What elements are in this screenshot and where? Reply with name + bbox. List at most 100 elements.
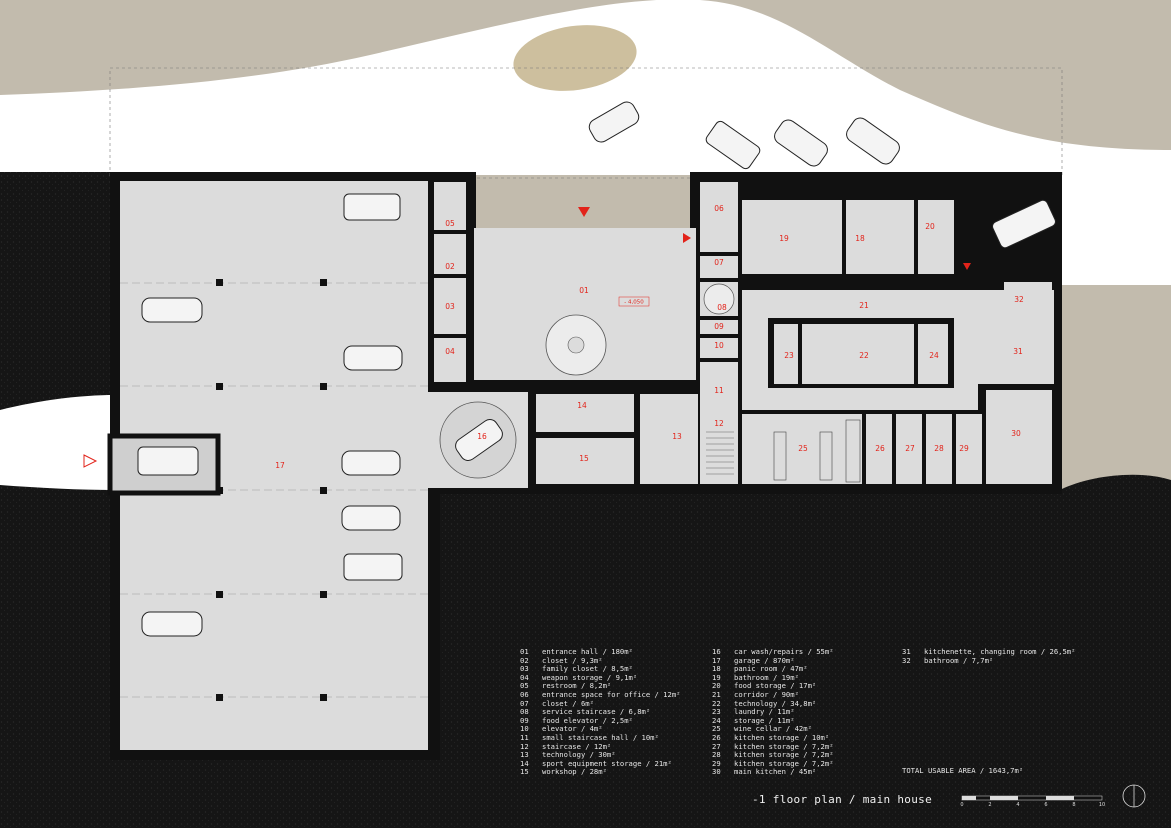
legend-number: 16 xyxy=(712,647,721,656)
legend-text: bathroom / 7,7m² xyxy=(924,655,994,665)
legend-item: 03 family closet / 8,5m² xyxy=(520,665,680,674)
legend-text: kitchen storage / 7,2m² xyxy=(734,741,834,751)
technology-core xyxy=(802,324,914,384)
page-title: -1 floor plan / main house xyxy=(752,793,932,806)
legend-text: elevator / 4m² xyxy=(542,724,603,734)
legend-number: 24 xyxy=(712,715,721,725)
legend-text: workshop / 28m² xyxy=(542,767,607,777)
ground-soil xyxy=(0,172,110,425)
legend-number: 06 xyxy=(520,689,529,699)
legend-text: technology / 34,8m² xyxy=(734,698,817,708)
room-label: 03 xyxy=(445,302,455,311)
legend-text: family closet / 8,5m² xyxy=(542,664,633,674)
site-boundary xyxy=(109,67,1063,179)
room-labels: 0102030405060708091011121314151617181920… xyxy=(275,204,1024,470)
spiral-staircase-core xyxy=(567,336,585,354)
legend-number: 20 xyxy=(712,681,721,691)
legend-number: 13 xyxy=(520,750,529,760)
legend-text: wine cellar / 42m² xyxy=(734,724,812,734)
access-road xyxy=(0,0,1171,285)
legend-number: 03 xyxy=(520,664,529,674)
lawn-patch xyxy=(513,25,637,91)
legend-text: food elevator / 2,5m² xyxy=(542,715,633,725)
garage-ramp xyxy=(0,395,115,490)
legend-number: 01 xyxy=(520,647,529,656)
legend-text: panic room / 47m² xyxy=(734,664,808,674)
legend-number: 26 xyxy=(712,732,721,742)
legend-number: 29 xyxy=(712,758,721,768)
room-label: 20 xyxy=(925,222,935,231)
legend-number: 09 xyxy=(520,715,529,725)
room-label: 32 xyxy=(1014,295,1024,304)
room-label: 14 xyxy=(577,401,587,410)
legend-number: 18 xyxy=(712,664,721,674)
scale-tick-label: 0 xyxy=(960,802,963,808)
legend-text: staircase / 12m² xyxy=(542,741,612,751)
room-label: 08 xyxy=(717,303,727,312)
room-label: 21 xyxy=(859,301,869,310)
legend-text: technology / 30m² xyxy=(542,750,616,760)
legend-number: 32 xyxy=(902,655,911,665)
legend-text: closet / 9,3m² xyxy=(542,655,603,665)
legend-number: 23 xyxy=(712,707,721,717)
room-label: 07 xyxy=(714,258,724,267)
room-label: 16 xyxy=(477,432,487,441)
legend-number: 22 xyxy=(712,698,721,708)
scale-tick-label: 2 xyxy=(988,802,991,808)
room-label: 30 xyxy=(1011,429,1021,438)
legend-number: 31 xyxy=(902,647,911,656)
legend-item: 26 kitchen storage / 10m² xyxy=(712,732,834,743)
legend-text: kitchen storage / 10m² xyxy=(734,732,830,742)
legend-item: 05 restroom / 8,2m² xyxy=(520,682,680,691)
garage-entrance-arrow-icon xyxy=(83,454,98,468)
legend-text: weapon storage / 9,1m² xyxy=(542,672,638,682)
legend-number: 07 xyxy=(520,698,529,708)
entrance-arrow-icon xyxy=(578,207,590,217)
room-label: 10 xyxy=(714,341,724,350)
legend-number: 12 xyxy=(520,741,529,751)
legend-number: 05 xyxy=(520,681,529,691)
north-arrow-icon xyxy=(1122,784,1146,808)
legend-text: kitchen storage / 7,2m² xyxy=(734,750,834,760)
legend-item: 09 food elevator / 2,5m² xyxy=(520,715,680,726)
room-label: 12 xyxy=(714,419,724,428)
room-label: 23 xyxy=(784,351,794,360)
legend-text: restroom / 8,2m² xyxy=(542,681,612,691)
room-label: 25 xyxy=(798,444,808,453)
room-label: 17 xyxy=(275,461,285,470)
scale-tick-label: 10 xyxy=(1099,802,1105,808)
room-label: 01 xyxy=(579,286,589,295)
kitchen-entrance-arrow-icon xyxy=(963,263,971,270)
legend-text: kitchenette, changing room / 26,5m² xyxy=(924,647,1076,656)
total-usable-area: TOTAL USABLE AREA / 1643,7m² xyxy=(902,766,1024,775)
legend-number: 30 xyxy=(712,767,721,777)
legend-number: 17 xyxy=(712,655,721,665)
legend-number: 27 xyxy=(712,741,721,751)
room-label: 26 xyxy=(875,444,885,453)
legend-text: food storage / 17m² xyxy=(734,681,817,691)
legend-text: kitchen storage / 7,2m² xyxy=(734,758,834,768)
room-label: 15 xyxy=(579,454,589,463)
room-label: 02 xyxy=(445,262,455,271)
garage-gate xyxy=(107,433,221,496)
legend-text: small staircase hall / 10m² xyxy=(542,732,659,742)
legend-item: 12 staircase / 12m² xyxy=(520,741,680,752)
room-label: 05 xyxy=(445,219,455,228)
room-label: 22 xyxy=(859,351,869,360)
legend-item: 22 technology / 34,8m² xyxy=(712,698,834,709)
direction-arrow-icon xyxy=(683,233,691,243)
room-label: 28 xyxy=(934,444,944,453)
